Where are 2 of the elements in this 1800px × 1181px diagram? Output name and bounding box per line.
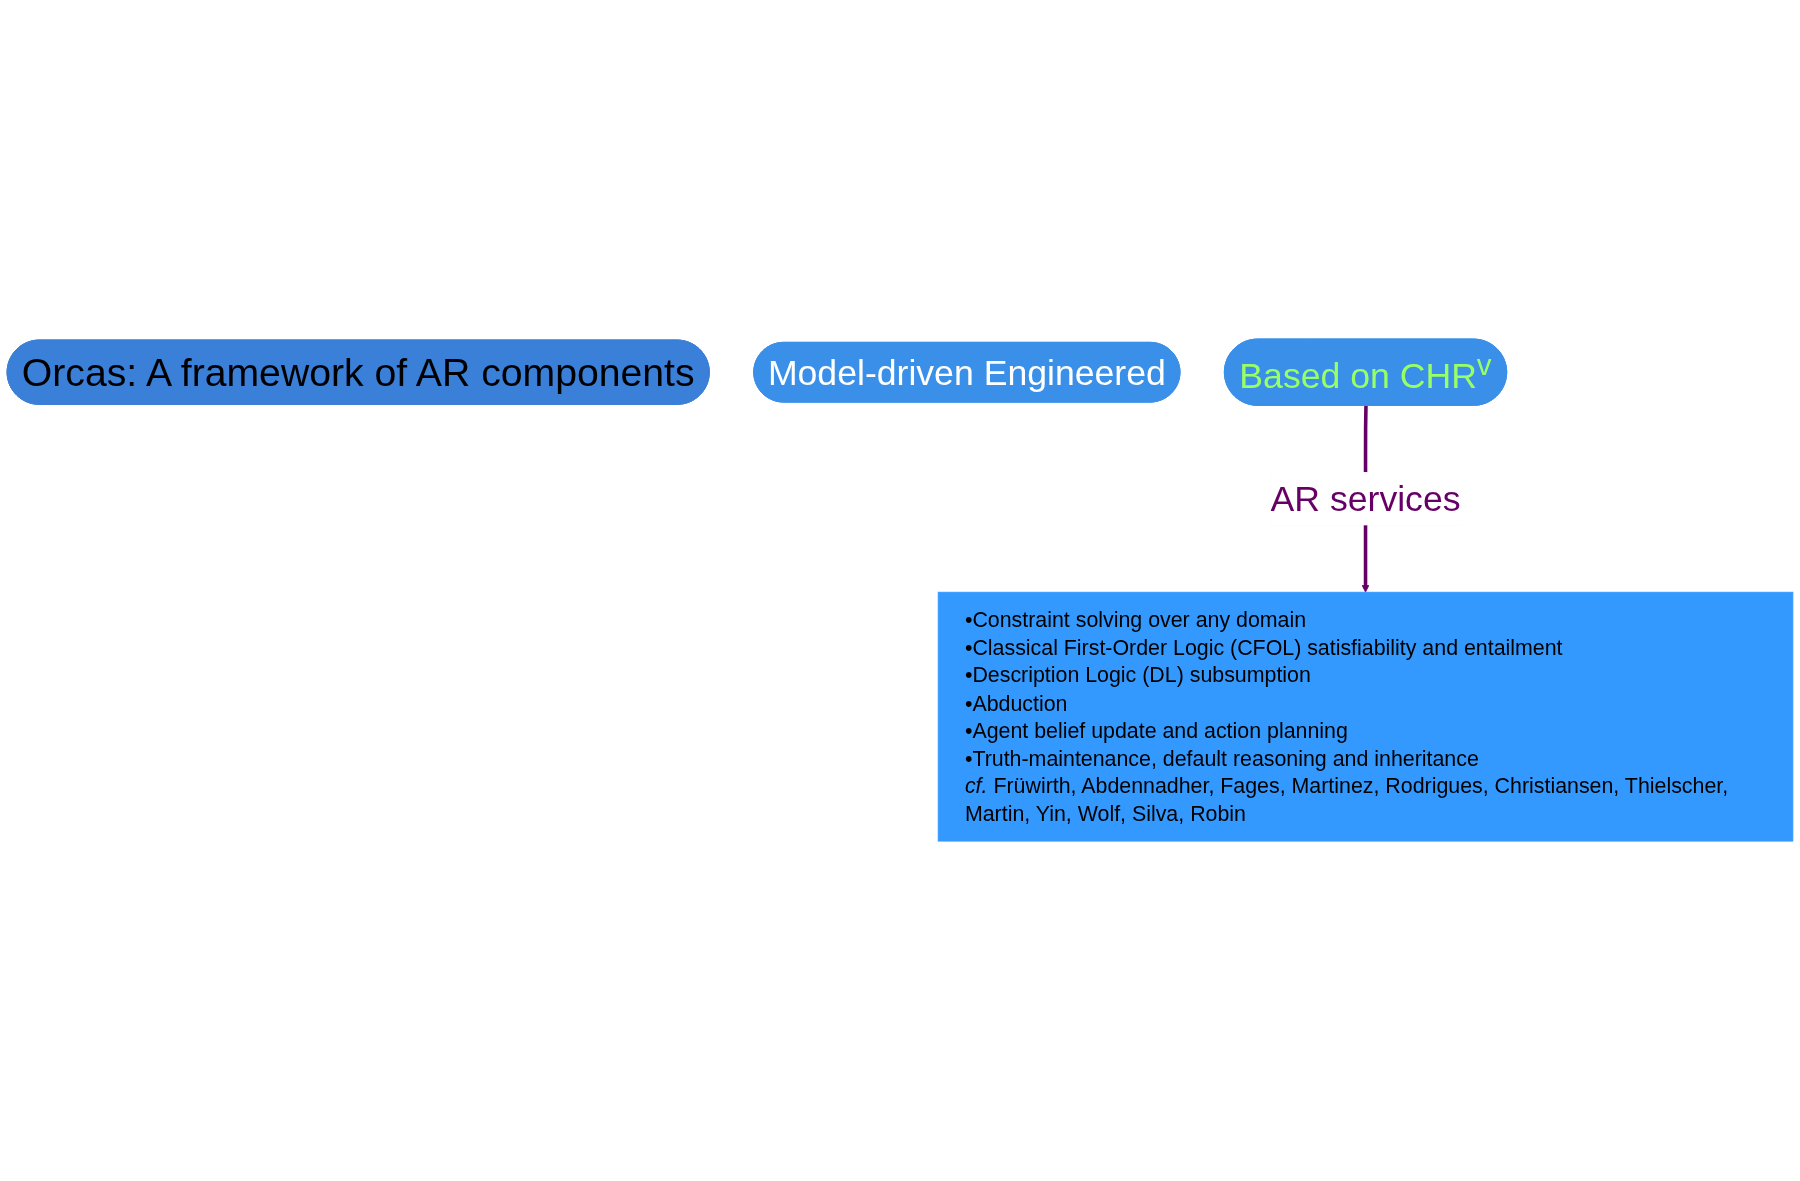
edge-label: AR services [1270,479,1461,519]
node-box: •Constraint solving over any domain •Classical First-Order Logic (CFOL) satisfiability and entailment •Description Logic (DL) subsumption •Abduction •Agent belief update and action planning •Truth-maintenance, default reasoning and inheritance cf. Früwirth, Abdennadher, Fages, Martinez, Rodrigues, Christiansen, Thielscher, Martin, Yin, Wolf, Silva, Robin [937,592,1794,842]
